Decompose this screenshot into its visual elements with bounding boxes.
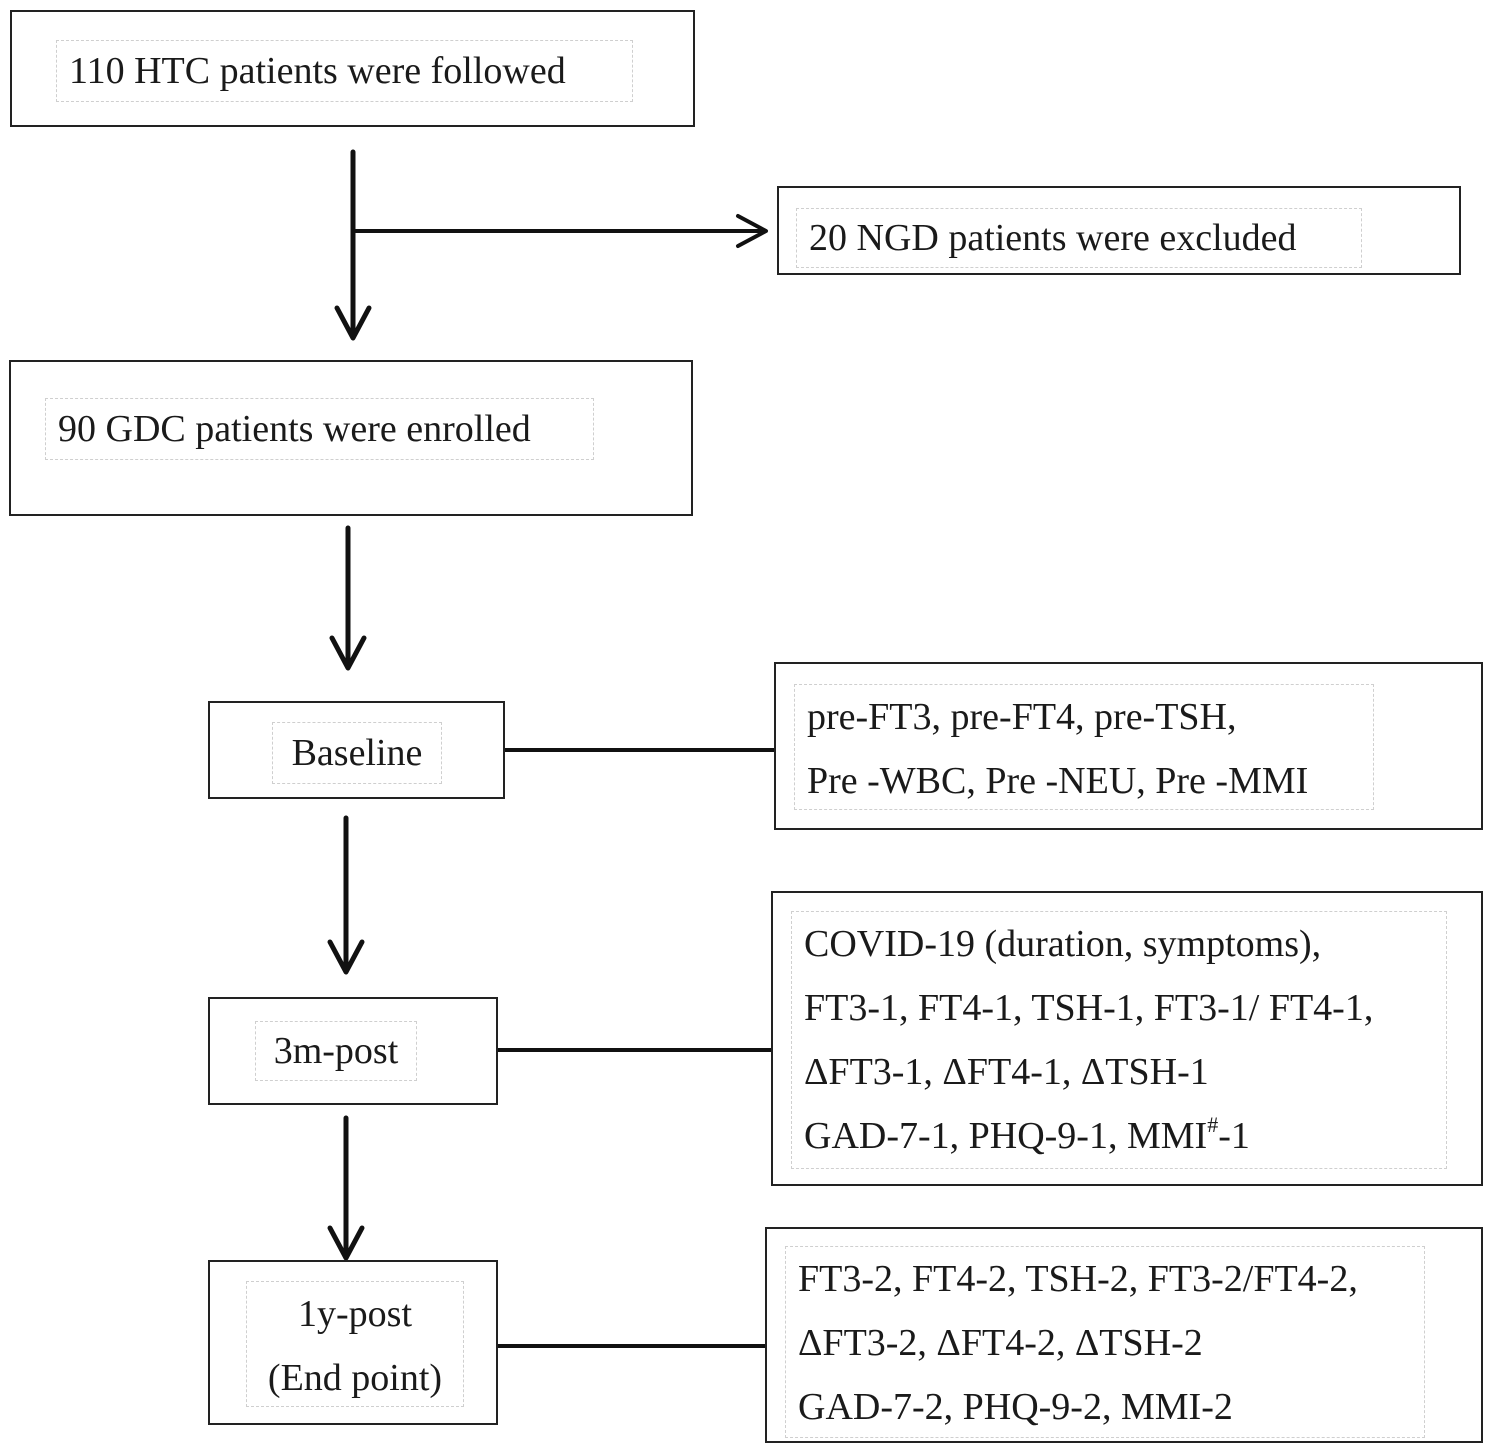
node-followed-text: 110 HTC patients were followed — [69, 50, 566, 92]
node-1y-post: 1y-post (End point) — [208, 1260, 498, 1425]
detail-baseline-line-2: Pre -WBC, Pre -NEU, Pre -MMI — [807, 760, 1309, 802]
node-1y-post-line-2: (End point) — [267, 1357, 443, 1399]
node-baseline: Baseline — [208, 701, 505, 799]
node-excluded-text: 20 NGD patients were excluded — [809, 217, 1297, 259]
arrowhead-baseline — [329, 635, 367, 671]
node-enrolled: 90 GDC patients were enrolled — [9, 360, 693, 516]
detail-1y-line-3: GAD-7-2, PHQ-9-2, MMI-2 — [798, 1386, 1233, 1428]
detail-3m-line-1: COVID-19 (duration, symptoms), — [804, 923, 1322, 965]
detail-3m-line-4-sup: # — [1207, 1112, 1219, 1138]
node-enrolled-text: 90 GDC patients were enrolled — [58, 408, 531, 450]
detail-baseline: pre-FT3, pre-FT4, pre-TSH, Pre -WBC, Pre… — [774, 662, 1483, 830]
arrowhead-1y — [327, 1225, 365, 1261]
detail-baseline-line-1: pre-FT3, pre-FT4, pre-TSH, — [807, 696, 1237, 738]
node-3m-post: 3m-post — [208, 997, 498, 1105]
arrowhead-excluded — [736, 214, 768, 248]
detail-3m-line-4-main: GAD-7-1, PHQ-9-1, MMI — [804, 1115, 1208, 1157]
arrowhead-enrolled — [334, 305, 372, 341]
detail-3m-post: COVID-19 (duration, symptoms), FT3-1, FT… — [771, 891, 1483, 1186]
detail-3m-line-4: GAD-7-1, PHQ-9-1, MMI#-1 — [804, 1104, 1434, 1168]
node-followed: 110 HTC patients were followed — [10, 10, 695, 127]
detail-3m-line-2: FT3-1, FT4-1, TSH-1, FT3-1/ FT4-1, — [804, 987, 1374, 1029]
node-excluded: 20 NGD patients were excluded — [777, 186, 1461, 275]
node-3m-post-text: 3m-post — [273, 1030, 399, 1072]
detail-1y-line-2: ΔFT3-2, ΔFT4-2, ΔTSH-2 — [798, 1322, 1203, 1364]
node-1y-post-line-1: 1y-post — [298, 1293, 412, 1335]
detail-1y-post: FT3-2, FT4-2, TSH-2, FT3-2/FT4-2, ΔFT3-2… — [765, 1227, 1483, 1443]
detail-3m-line-4-end: -1 — [1218, 1115, 1250, 1157]
detail-1y-line-1: FT3-2, FT4-2, TSH-2, FT3-2/FT4-2, — [798, 1258, 1358, 1300]
arrowhead-3m — [327, 939, 365, 975]
detail-3m-line-3: ΔFT3-1, ΔFT4-1, ΔTSH-1 — [804, 1051, 1209, 1093]
node-baseline-text: Baseline — [291, 732, 423, 774]
